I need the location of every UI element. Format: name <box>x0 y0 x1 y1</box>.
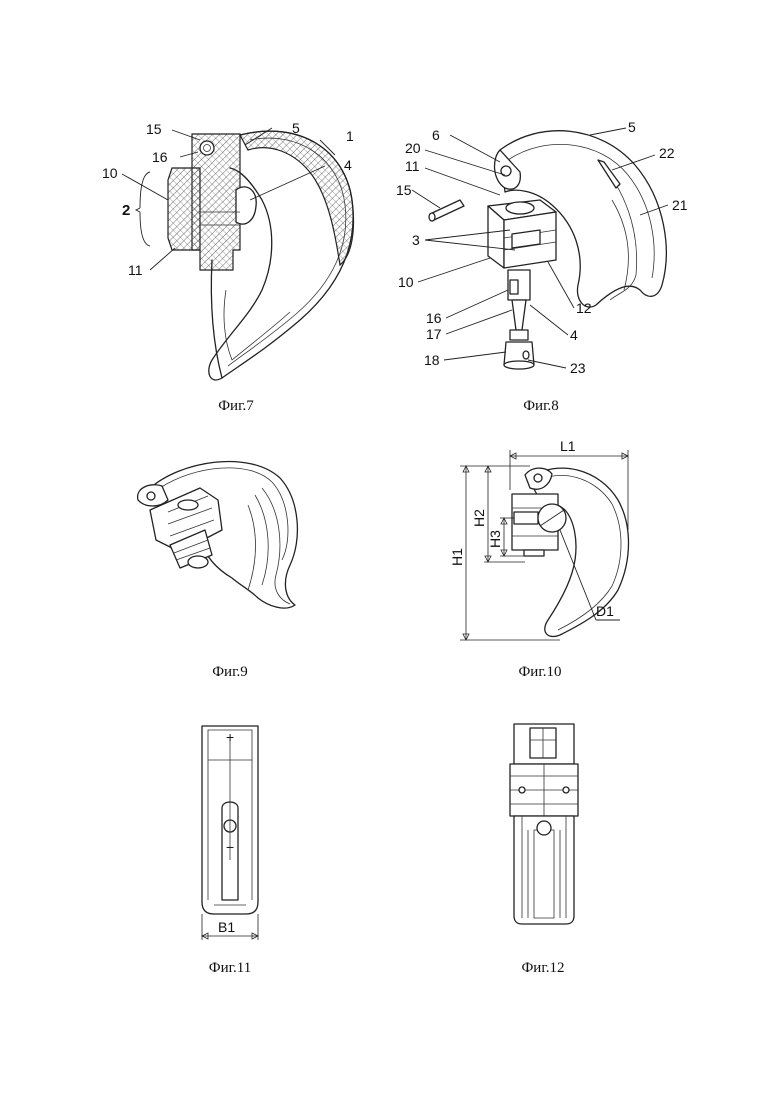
fig8-shaft-slot <box>510 280 518 294</box>
fig8-label-4: 4 <box>570 327 578 343</box>
fig8-label-23: 23 <box>570 360 586 376</box>
fig8-label-21: 21 <box>672 197 688 213</box>
fig7-label-1: 1 <box>346 128 354 144</box>
fig8-caption: Фиг.8 <box>523 398 559 414</box>
fig7-label-10: 10 <box>102 165 118 181</box>
fig10-dim-L1: L1 <box>560 438 576 454</box>
fig8-label-15: 15 <box>396 182 412 198</box>
figure-9: Фиг.9 <box>138 461 298 680</box>
fig8-label-11: 11 <box>405 158 420 174</box>
fig8-label-22: 22 <box>659 145 675 161</box>
fig10-dim-D1: D1 <box>596 603 614 619</box>
fig10-dim-H2: H2 <box>471 509 487 527</box>
fig7-label-4: 4 <box>344 157 352 173</box>
fig7-label-11: 11 <box>128 262 143 278</box>
fig7-label-16: 16 <box>152 149 168 165</box>
fig8-label-6: 6 <box>432 127 440 143</box>
fig8-label-18: 18 <box>424 352 440 368</box>
fig7-caption: Фиг.7 <box>218 398 254 414</box>
fig7-pin-hole <box>200 141 214 155</box>
figure-11: + − B1 Фиг.11 <box>202 726 258 976</box>
fig11-minus-mark: − <box>226 839 234 855</box>
fig8-label-10: 10 <box>398 274 414 290</box>
fig11-dim-B1: B1 <box>218 919 235 935</box>
fig7-ball-socket <box>236 187 256 224</box>
fig8-label-12: 12 <box>576 300 592 316</box>
fig10-caption: Фиг.10 <box>518 664 561 680</box>
fig8-shaft-collar <box>510 330 528 340</box>
fig7-label-5: 5 <box>292 120 300 136</box>
fig12-hole <box>537 821 551 835</box>
fig8-label-16: 16 <box>426 310 442 326</box>
figure-7: 15 16 5 1 4 10 2 11 Фиг.7 <box>102 120 354 414</box>
fig10-dim-H3: H3 <box>487 530 503 548</box>
fig8-label-17: 17 <box>426 326 442 342</box>
fig8-shaft-neck <box>512 300 526 330</box>
fig7-blade-outline <box>211 260 222 378</box>
fig8-label-5: 5 <box>628 119 636 135</box>
fig10-dim-H1: H1 <box>449 548 465 566</box>
fig7-blade-inner <box>224 290 290 360</box>
fig11-plus-mark: + <box>226 729 234 745</box>
fig7-label-2: 2 <box>122 202 130 219</box>
fig11-caption: Фиг.11 <box>209 960 252 976</box>
fig7-label-15: 15 <box>146 121 162 137</box>
figure-8: 6 5 20 11 22 15 21 3 10 12 16 17 4 18 23… <box>396 119 688 414</box>
figure-12: Фиг.12 <box>510 724 578 976</box>
fig7-shell-section <box>240 131 354 265</box>
fig8-block-bore <box>506 202 534 214</box>
fig12-caption: Фиг.12 <box>521 960 564 976</box>
fig8-label-3: 3 <box>412 232 420 248</box>
fig9-caption: Фиг.9 <box>212 664 248 680</box>
fig7-sleeve <box>168 168 200 250</box>
fig8-label-20: 20 <box>405 140 421 156</box>
figure-10: L1 H1 H2 H3 D1 Фиг.10 <box>449 438 629 680</box>
fig8-shaft-end-hole <box>523 351 529 359</box>
